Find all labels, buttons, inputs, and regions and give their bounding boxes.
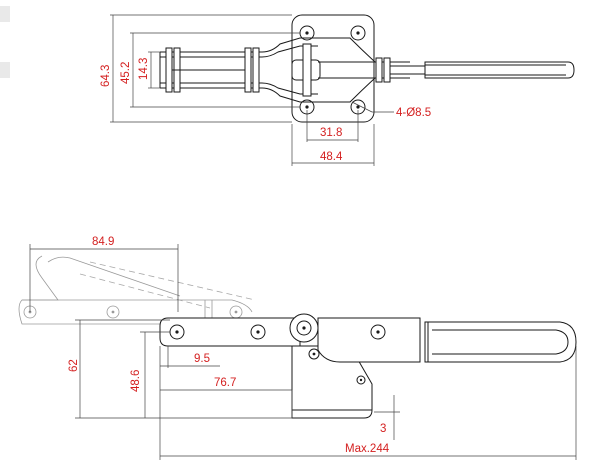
dim-overall-height: 64.3 (100, 65, 112, 87)
dim-hole-callout: 4-Ø8.5 (396, 107, 431, 119)
side-view: 84.9 62 48.6 9.5 76.7 3 Max.244 (18, 236, 577, 460)
handle-top (390, 61, 575, 79)
dim-hole-spacing: 31.8 (320, 127, 342, 139)
dim-handle-up-height: 62 (68, 359, 80, 372)
dim-base-offset: 3 (380, 423, 386, 435)
handle-grip-side (424, 321, 577, 363)
top-dimensions (110, 14, 394, 166)
clamp-bar-top (159, 37, 318, 103)
clamp-bar-side (159, 317, 301, 347)
dim-bar-height: 14.3 (138, 58, 150, 80)
spindle-bolts (165, 47, 260, 93)
side-dimensions (29, 244, 577, 460)
pivot-link-side (289, 313, 319, 343)
dim-bar-to-base: 76.7 (214, 377, 236, 389)
dim-pivot-offset: 9.5 (194, 353, 210, 365)
left-edge-mark-top (0, 6, 10, 22)
base-block-side (291, 345, 373, 419)
dim-strap-height: 45.2 (120, 62, 132, 84)
dim-overall-length: Max.244 (345, 443, 390, 455)
lever-side (317, 317, 421, 363)
dim-bar-height-side: 48.6 (130, 370, 142, 392)
left-edge-mark-bottom (0, 62, 10, 78)
top-view: 64.3 45.2 14.3 4-Ø8.5 31.8 48.4 (100, 14, 575, 166)
open-position-ghost (18, 255, 256, 325)
dim-base-width: 48.4 (320, 151, 343, 163)
pivot-bracket-top (291, 37, 410, 103)
dim-reach: 84.9 (92, 236, 114, 248)
